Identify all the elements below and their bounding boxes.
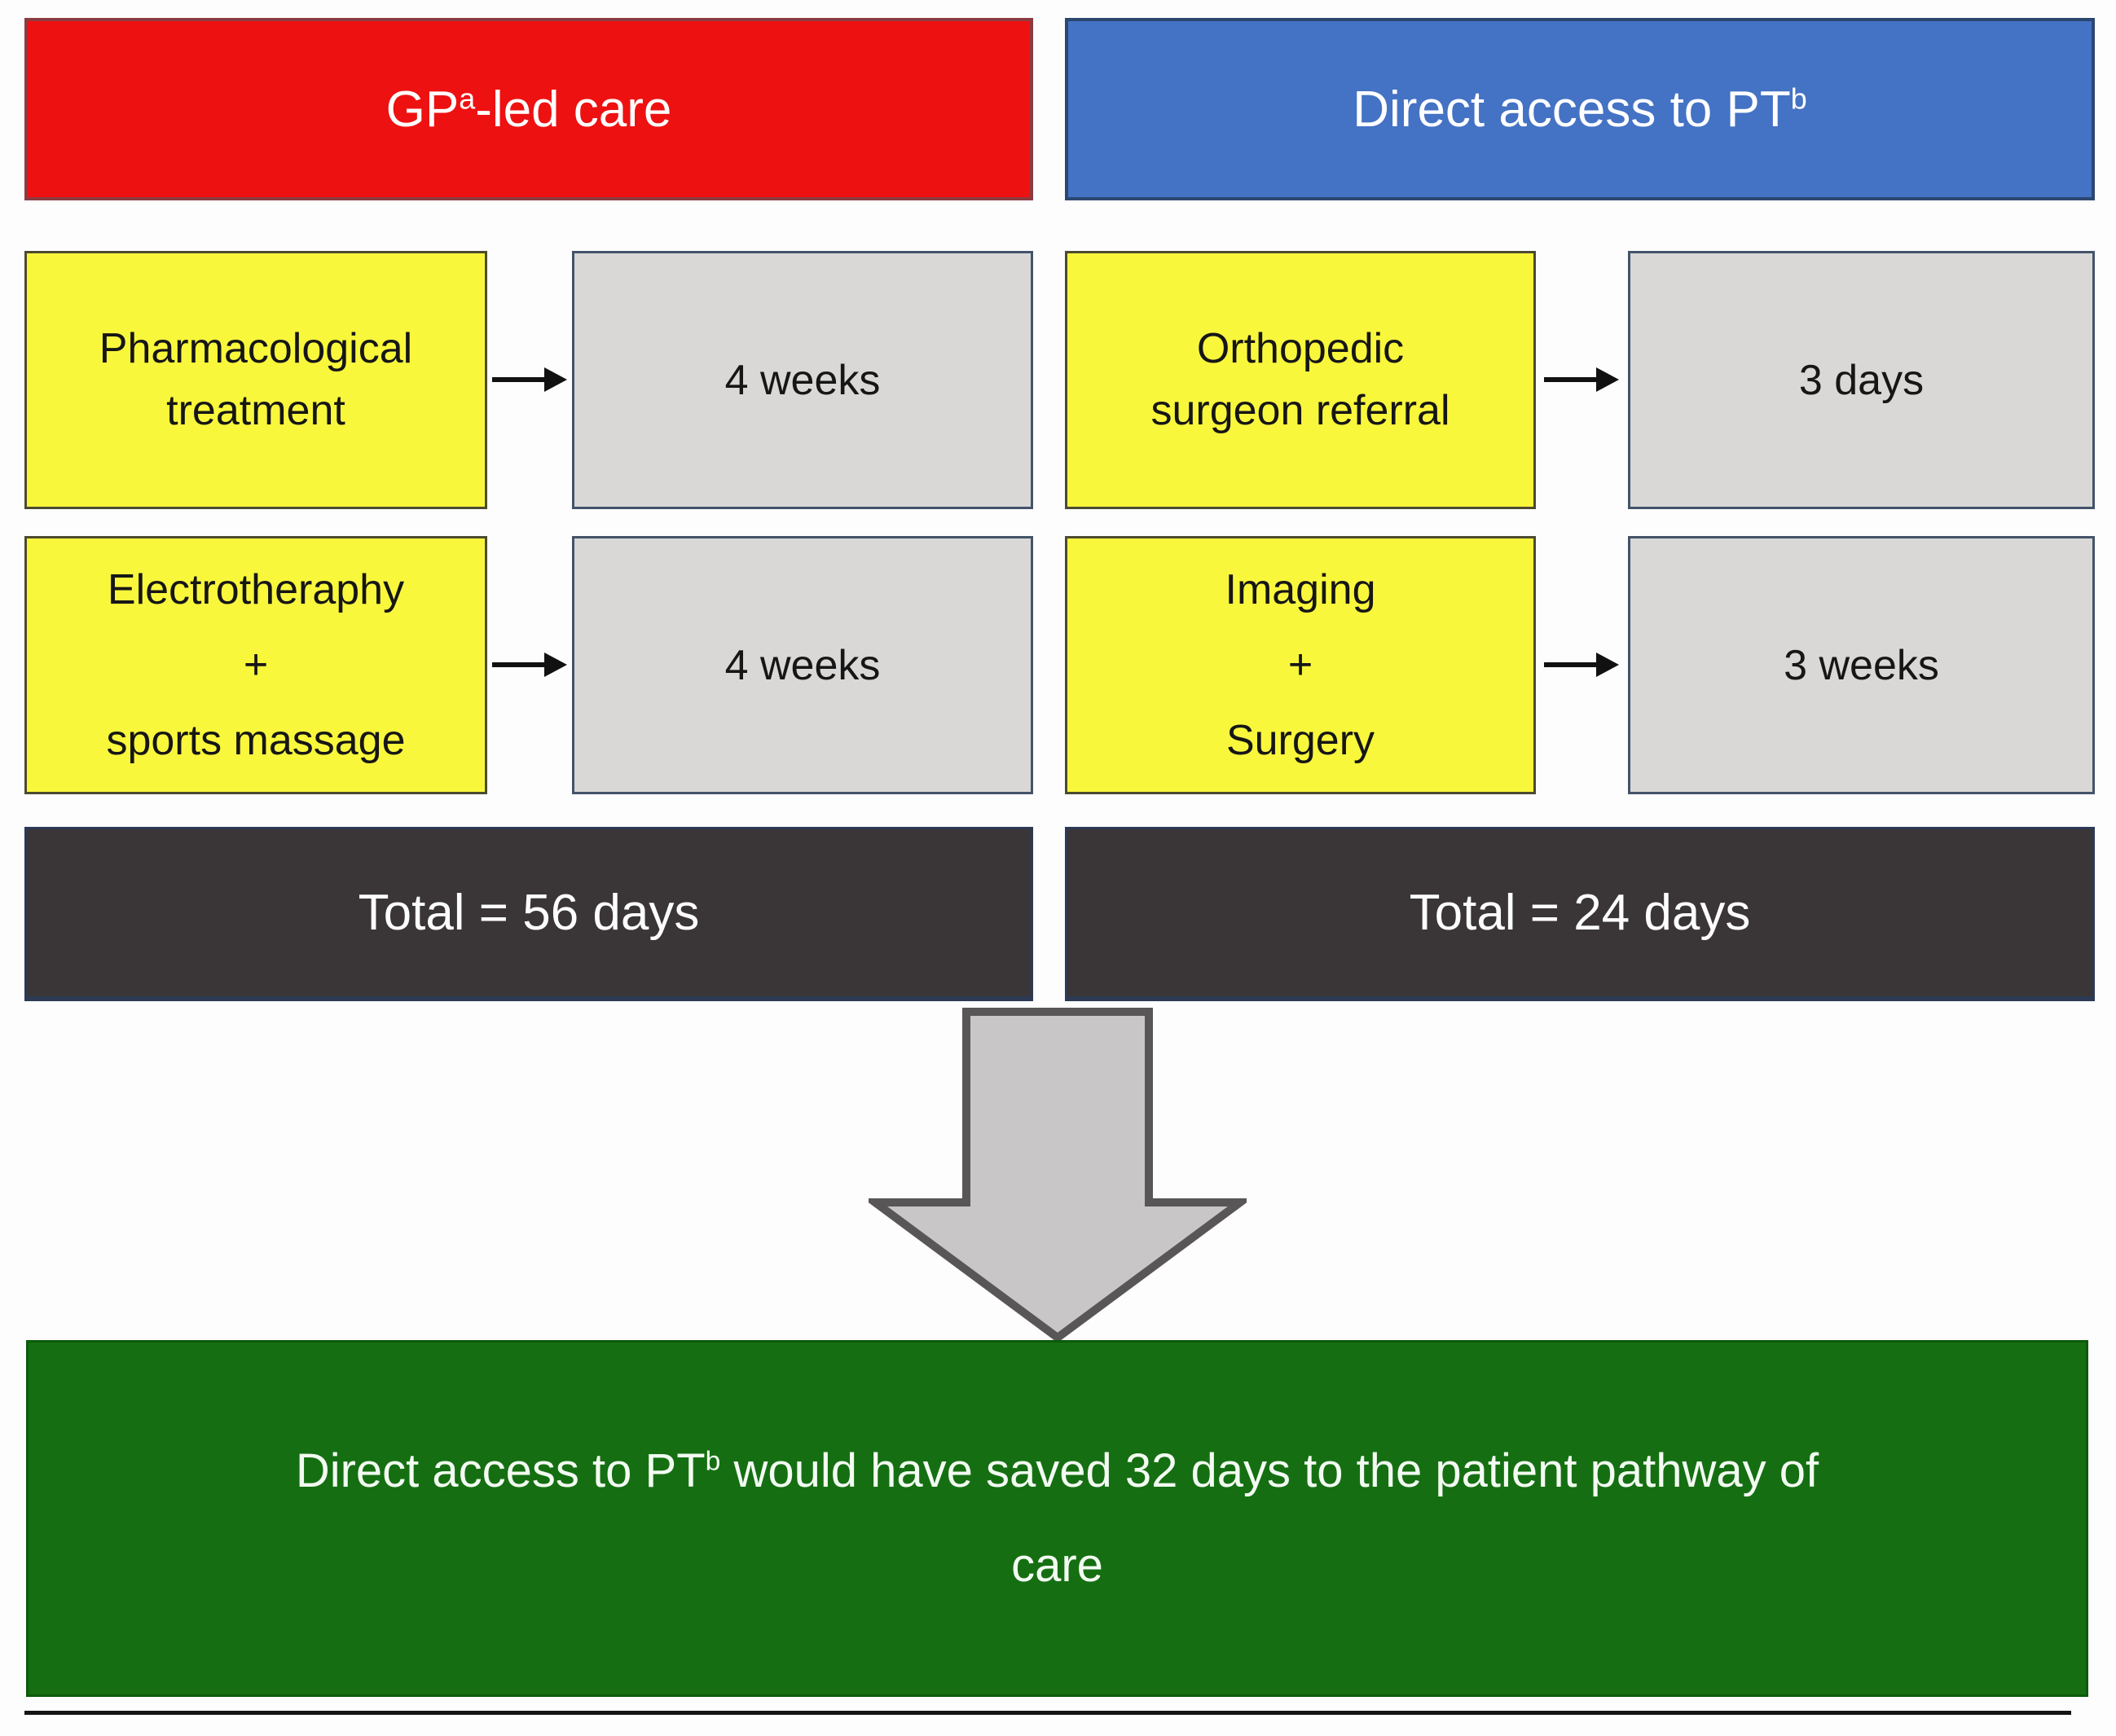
direct-access-pt-header-label: Direct access to PTb xyxy=(1353,81,1807,138)
step-label-line: surgeon referral xyxy=(1150,386,1450,434)
conclusion-line-1: Direct access to PTb would have saved 32… xyxy=(295,1444,1819,1497)
conclusion-line-2: care xyxy=(1011,1539,1103,1592)
gp-led-care-header: GPa-led care xyxy=(24,18,1033,200)
total-label: Total = 56 days xyxy=(358,885,700,941)
step-electrotherapy-sports-massage: Electrotheraphy + sports massage xyxy=(24,536,487,794)
duration-box: 3 days xyxy=(1628,251,2095,509)
footnote-marker-b: b xyxy=(705,1446,721,1477)
duration-box: 4 weeks xyxy=(572,536,1033,794)
total-bar-gp: Total = 56 days xyxy=(24,827,1033,1001)
right-arrow-icon xyxy=(1542,648,1621,681)
step-label-line: Pharmacological xyxy=(99,325,413,373)
right-arrow-icon xyxy=(491,648,569,681)
step-label-line: sports massage xyxy=(106,716,406,764)
big-down-arrow-icon xyxy=(862,1007,1253,1347)
total-bar-pt: Total = 24 days xyxy=(1065,827,2095,1001)
duration-label: 4 weeks xyxy=(724,356,881,404)
step-label-line: Electrotheraphy xyxy=(107,565,405,613)
duration-box: 4 weeks xyxy=(572,251,1033,509)
step-label-line: + xyxy=(243,641,269,689)
step-label-line: treatment xyxy=(166,386,345,434)
footnote-marker-b: b xyxy=(1790,81,1807,115)
right-arrow-icon xyxy=(1542,363,1621,396)
step-label-line: Surgery xyxy=(1225,716,1375,764)
direct-access-pt-header: Direct access to PTb xyxy=(1065,18,2095,200)
duration-label: 3 weeks xyxy=(1784,641,1939,689)
total-label: Total = 24 days xyxy=(1409,885,1751,941)
step-label-line: + xyxy=(1287,641,1313,689)
duration-box: 3 weeks xyxy=(1628,536,2095,794)
step-label-line: Imaging xyxy=(1225,565,1376,613)
conclusion-box: Direct access to PTb would have saved 32… xyxy=(26,1340,2088,1697)
bottom-rule xyxy=(24,1711,2071,1715)
step-orthopedic-surgeon-referral: Orthopedic surgeon referral xyxy=(1065,251,1536,509)
duration-label: 3 days xyxy=(1798,356,1925,404)
footnote-marker-a: a xyxy=(459,81,476,115)
step-imaging-surgery: Imaging + Surgery xyxy=(1065,536,1536,794)
duration-label: 4 weeks xyxy=(724,641,881,689)
gp-led-care-header-label: GPa-led care xyxy=(385,81,672,138)
step-label-line: Orthopedic xyxy=(1196,325,1405,373)
right-arrow-icon xyxy=(491,363,569,396)
step-pharmacological-treatment: Pharmacological treatment xyxy=(24,251,487,509)
